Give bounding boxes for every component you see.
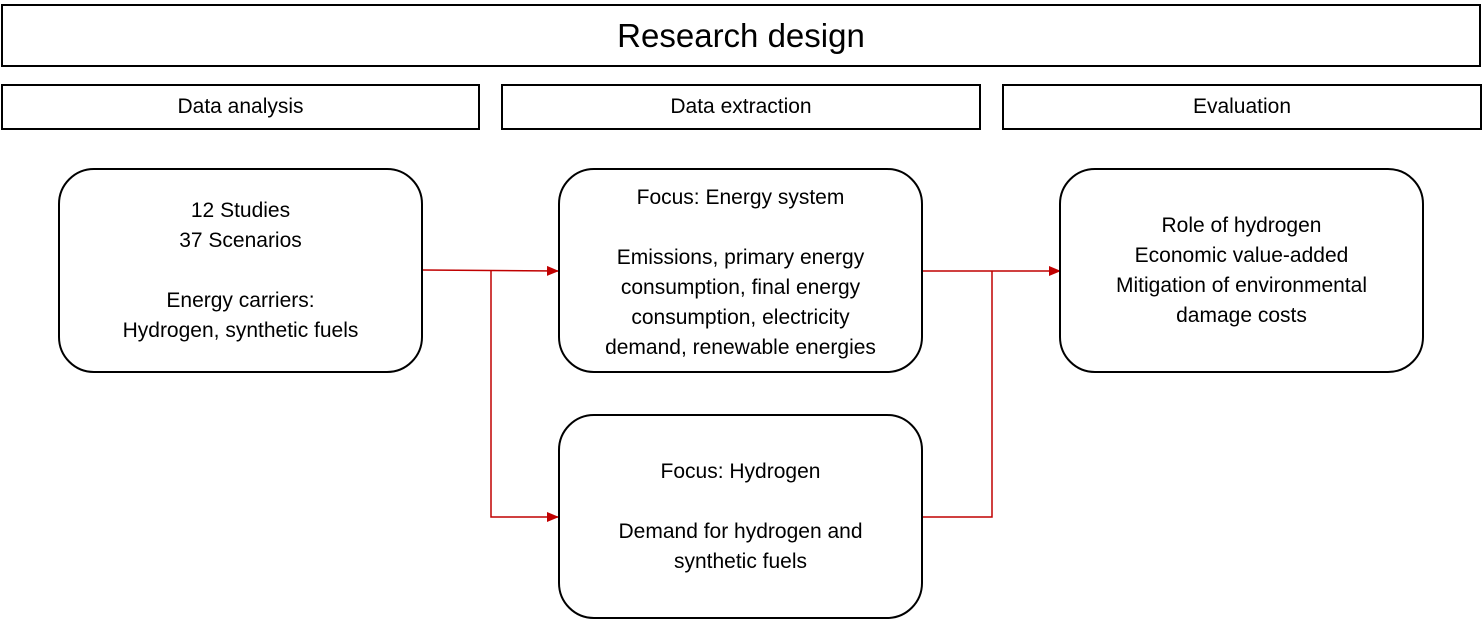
energy-system-text-1: Emissions, primary energy xyxy=(616,246,865,269)
evaluation-text-1: Role of hydrogen xyxy=(1161,213,1322,237)
connector-hydrogen-to-evaluation xyxy=(922,271,993,518)
header-evaluation: Evaluation xyxy=(1002,84,1482,130)
scenarios-count: 37 Scenarios xyxy=(179,228,302,252)
header-data-extraction-label: Data extraction xyxy=(670,95,812,118)
energy-system-text-3: consumption, electricity xyxy=(631,306,850,329)
studies-count: 12 Studies xyxy=(190,198,291,222)
node-evaluation: Role of hydrogen Economic value-added Mi… xyxy=(1059,168,1424,373)
energy-system-text-2: consumption, final energy xyxy=(620,276,861,299)
evaluation-text-4: damage costs xyxy=(1176,303,1307,327)
title-text: Research design xyxy=(617,16,865,54)
evaluation-text-2: Economic value-added xyxy=(1134,243,1349,267)
node-energy-system: Focus: Energy system Emissions, primary … xyxy=(558,168,923,373)
node-studies: 12 Studies 37 Scenarios Energy carriers:… xyxy=(58,168,423,373)
evaluation-text-3: Mitigation of environmental xyxy=(1116,273,1367,297)
energy-carriers-value: Hydrogen, synthetic fuels xyxy=(122,318,359,342)
header-data-extraction: Data extraction xyxy=(501,84,981,130)
energy-system-text-4: demand, renewable energies xyxy=(605,336,876,359)
connector-studies-to-energy-system xyxy=(421,265,559,276)
header-evaluation-label: Evaluation xyxy=(1192,95,1292,118)
energy-system-heading: Focus: Energy system xyxy=(636,186,845,209)
node-hydrogen: Focus: Hydrogen Demand for hydrogen and … xyxy=(558,414,923,619)
header-data-analysis: Data analysis xyxy=(1,84,480,130)
header-data-analysis-label: Data analysis xyxy=(177,95,304,118)
hydrogen-text-2: synthetic fuels xyxy=(673,549,808,573)
energy-carriers-label: Energy carriers: xyxy=(166,288,315,312)
hydrogen-text-1: Demand for hydrogen and xyxy=(618,519,863,543)
hydrogen-heading: Focus: Hydrogen xyxy=(660,459,821,483)
research-design-title: Research design xyxy=(1,4,1481,67)
connector-studies-to-hydrogen xyxy=(490,270,559,522)
